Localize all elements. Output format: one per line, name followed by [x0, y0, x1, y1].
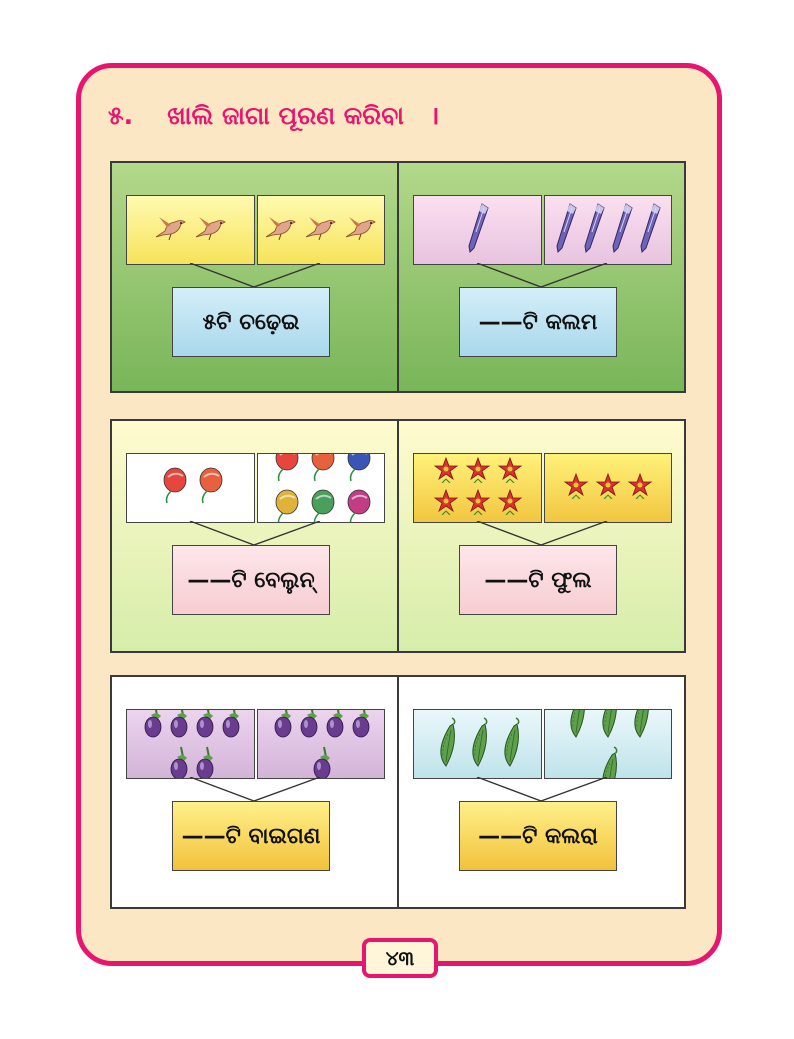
page-number: ୪୩ — [362, 938, 438, 978]
flower-group-right — [544, 453, 672, 523]
brinjal-icon — [310, 745, 332, 778]
bitter-gourd-icon — [464, 716, 492, 772]
exercise-row-2: ——ଟି ବେଲୁନ୍ ——ଟି ଫୁଲ — [110, 419, 686, 653]
bird-icon — [193, 213, 229, 247]
pen-icon — [610, 202, 634, 258]
exercise-row-1: ୫ଟି ଚଢ଼େଇ ——ଟି କଲମ — [110, 161, 686, 393]
exercise-row-3: ——ଟି ବାଇଗଣ ——ଟି କଲରା — [110, 675, 686, 909]
answer-box: ——ଟି ଫୁଲ — [459, 545, 617, 615]
flower-icon — [594, 472, 622, 503]
answer-box: ——ଟି ବେଲୁନ୍ — [172, 545, 330, 615]
full-stop: । — [429, 101, 440, 130]
balloon-icon — [157, 467, 189, 509]
brinjal-icon — [219, 710, 241, 743]
flower-icon — [562, 472, 590, 503]
exercise-instruction: ଖାଲି ଜାଗା ପୂରଣ କରିବା — [167, 101, 404, 130]
panel-bitter-gourds: ——ଟି କଲରା — [397, 677, 684, 907]
brinjal-icon — [193, 745, 215, 778]
bird-group-right — [257, 195, 385, 265]
brinjal-icon — [297, 710, 319, 743]
bitter-gourd-icon — [496, 716, 524, 772]
flower-icon — [496, 488, 524, 519]
flower-group-left — [413, 453, 542, 523]
panel-balloons: ——ଟି ବେଲୁନ୍ — [112, 421, 397, 651]
balloon-icon — [305, 489, 337, 522]
balloon-icon — [269, 489, 301, 522]
balloon-icon — [341, 489, 373, 522]
answer-box: ——ଟି ବାଇଗଣ — [172, 801, 330, 871]
exercise-number: ୫. — [108, 101, 134, 130]
pen-icon — [582, 202, 606, 258]
balloon-group-right — [257, 453, 385, 523]
exercise-heading: ୫. ଖାଲି ଜାଗା ପୂରଣ କରିବା । — [108, 98, 439, 132]
pen-icon — [466, 202, 490, 258]
answer-box: ——ଟି କଲରା — [459, 801, 617, 871]
brinjal-icon — [349, 710, 371, 743]
pen-icon — [638, 202, 662, 258]
panel-pens: ——ଟି କଲମ — [397, 163, 684, 391]
brinjal-icon — [193, 710, 215, 743]
bird-icon — [303, 213, 339, 247]
panel-flowers: ——ଟି ଫୁଲ — [397, 421, 684, 651]
brinjal-icon — [323, 710, 345, 743]
pen-group-right — [544, 195, 672, 265]
balloon-group-left — [126, 453, 255, 523]
balloon-icon — [269, 454, 301, 487]
flower-icon — [626, 472, 654, 503]
balloon-icon — [341, 454, 373, 487]
bitter-gourd-icon — [432, 716, 460, 772]
flower-icon — [496, 456, 524, 487]
bird-group-left — [126, 195, 255, 265]
brinjal-icon — [141, 710, 163, 743]
bird-icon — [153, 213, 189, 247]
bird-icon — [343, 213, 379, 247]
panel-brinjals: ——ଟି ବାଇଗଣ — [112, 677, 397, 907]
bitter-gourd-icon — [594, 745, 622, 778]
bitter-gourd-group-left — [413, 709, 542, 779]
balloon-icon — [305, 454, 337, 487]
brinjal-group-right — [257, 709, 385, 779]
brinjal-icon — [167, 745, 189, 778]
bitter-gourd-group-right — [544, 709, 672, 779]
balloon-icon — [193, 467, 225, 509]
panel-birds: ୫ଟି ଚଢ଼େଇ — [112, 163, 397, 391]
flower-icon — [464, 488, 492, 519]
bitter-gourd-icon — [594, 710, 622, 743]
answer-box: ୫ଟି ଚଢ଼େଇ — [172, 287, 330, 357]
brinjal-icon — [271, 710, 293, 743]
pen-group-left — [413, 195, 542, 265]
flower-icon — [432, 488, 460, 519]
flower-icon — [464, 456, 492, 487]
brinjal-icon — [167, 710, 189, 743]
answer-box: ——ଟି କଲମ — [459, 287, 617, 357]
bitter-gourd-icon — [626, 710, 654, 743]
pen-icon — [554, 202, 578, 258]
brinjal-group-left — [126, 709, 255, 779]
bitter-gourd-icon — [562, 710, 590, 743]
bird-icon — [263, 213, 299, 247]
flower-icon — [432, 456, 460, 487]
